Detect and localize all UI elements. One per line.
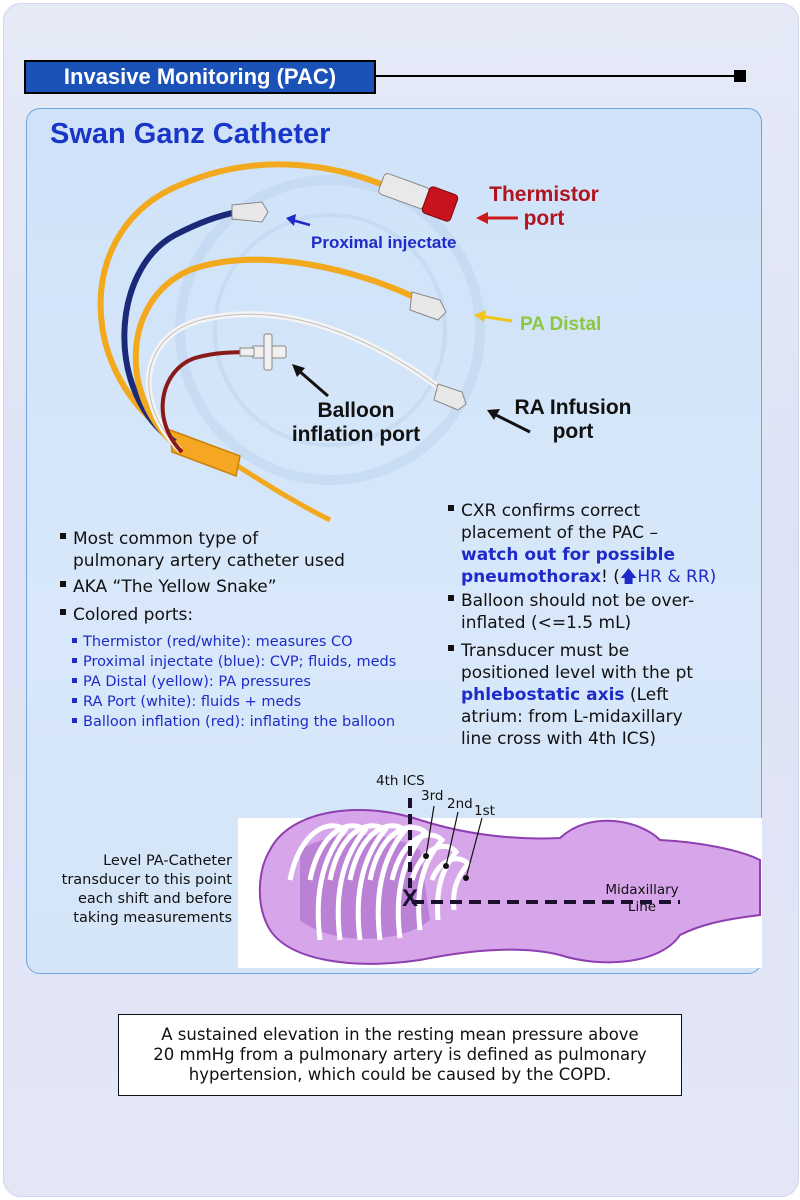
bullet-balloon-inflation: Balloon should not be over- inflated (<=… bbox=[448, 590, 748, 634]
list-item: PA Distal (yellow): PA pressures bbox=[72, 672, 396, 692]
header-rule bbox=[376, 75, 734, 77]
phlebostatic-x-mark: X bbox=[402, 885, 419, 912]
thermistor-line bbox=[97, 161, 397, 440]
page-title: Swan Ganz Catheter bbox=[50, 118, 331, 150]
bullet-square-icon bbox=[72, 697, 77, 703]
balloon-line bbox=[160, 350, 261, 454]
bullet-square-icon bbox=[448, 645, 454, 651]
up-arrow-icon: 🡅 bbox=[619, 567, 638, 587]
bullet-square-icon bbox=[448, 595, 454, 601]
proximal-line bbox=[121, 209, 239, 445]
balloon-arrow bbox=[292, 364, 329, 398]
diagram-caption: Level PA-Catheter transducer to this poi… bbox=[61, 853, 232, 926]
list-item: Thermistor (red/white): measures CO bbox=[72, 632, 396, 652]
thermistor-port-label: Thermistor port bbox=[489, 183, 599, 230]
bullet-transducer: Transducer must be positioned level with… bbox=[448, 640, 748, 750]
section-header: Invasive Monitoring (PAC) bbox=[24, 60, 376, 94]
bullet-square-icon bbox=[60, 581, 66, 587]
rib-3rd-label: 3rd bbox=[421, 788, 444, 804]
bullet-aka: AKA “The Yellow Snake” bbox=[60, 576, 277, 598]
list-item: Proximal injectate (blue): CVP; fluids, … bbox=[72, 652, 396, 672]
list-item: RA Port (white): fluids + meds bbox=[72, 692, 396, 712]
bullet-square-icon bbox=[72, 637, 77, 643]
bullet-square-icon bbox=[72, 677, 77, 683]
sub-bullet-list: Thermistor (red/white): measures CO Prox… bbox=[72, 632, 396, 732]
bullet-square-icon bbox=[448, 505, 454, 511]
balloon-inflation-port-label: Balloon inflation port bbox=[291, 399, 421, 446]
midaxillary-label: Midaxillary Line bbox=[605, 882, 679, 915]
balloon-stopcock bbox=[239, 333, 287, 371]
proximal-connector bbox=[231, 201, 269, 223]
rib-1st-label: 1st bbox=[474, 803, 495, 819]
pa-distal-connector bbox=[409, 291, 447, 321]
pa-distal-label: PA Distal bbox=[520, 314, 602, 335]
bullet-colored-ports: Colored ports: bbox=[60, 604, 193, 626]
bullet-square-icon bbox=[60, 609, 66, 615]
header-rule-end bbox=[734, 70, 746, 82]
pa-distal-line bbox=[132, 256, 422, 449]
ra-connector bbox=[433, 383, 467, 411]
bullet-square-icon bbox=[60, 533, 66, 539]
ribs bbox=[287, 823, 472, 941]
pa-distal-arrow bbox=[474, 310, 513, 323]
list-item: Balloon inflation (red): inflating the b… bbox=[72, 712, 396, 732]
thermistor-arrow bbox=[476, 212, 518, 224]
ics4-label: 4th ICS bbox=[376, 773, 425, 789]
bullet-cxr: CXR confirms correct placement of the PA… bbox=[448, 500, 748, 588]
ra-infusion-port-label: RA Infusion port bbox=[514, 396, 632, 443]
bullet-square-icon bbox=[72, 717, 77, 723]
bullet-square-icon bbox=[72, 657, 77, 663]
rib-2nd-label: 2nd bbox=[447, 796, 473, 812]
ra-arrow bbox=[487, 409, 531, 434]
proximal-arrow bbox=[286, 214, 311, 227]
proximal-injectate-label: Proximal injectate bbox=[311, 233, 457, 252]
bullet-common-type: Most common type of pulmonary artery cat… bbox=[60, 528, 380, 572]
thermistor-connector bbox=[378, 173, 459, 222]
pulmonary-hypertension-note: A sustained elevation in the resting mea… bbox=[118, 1014, 682, 1096]
